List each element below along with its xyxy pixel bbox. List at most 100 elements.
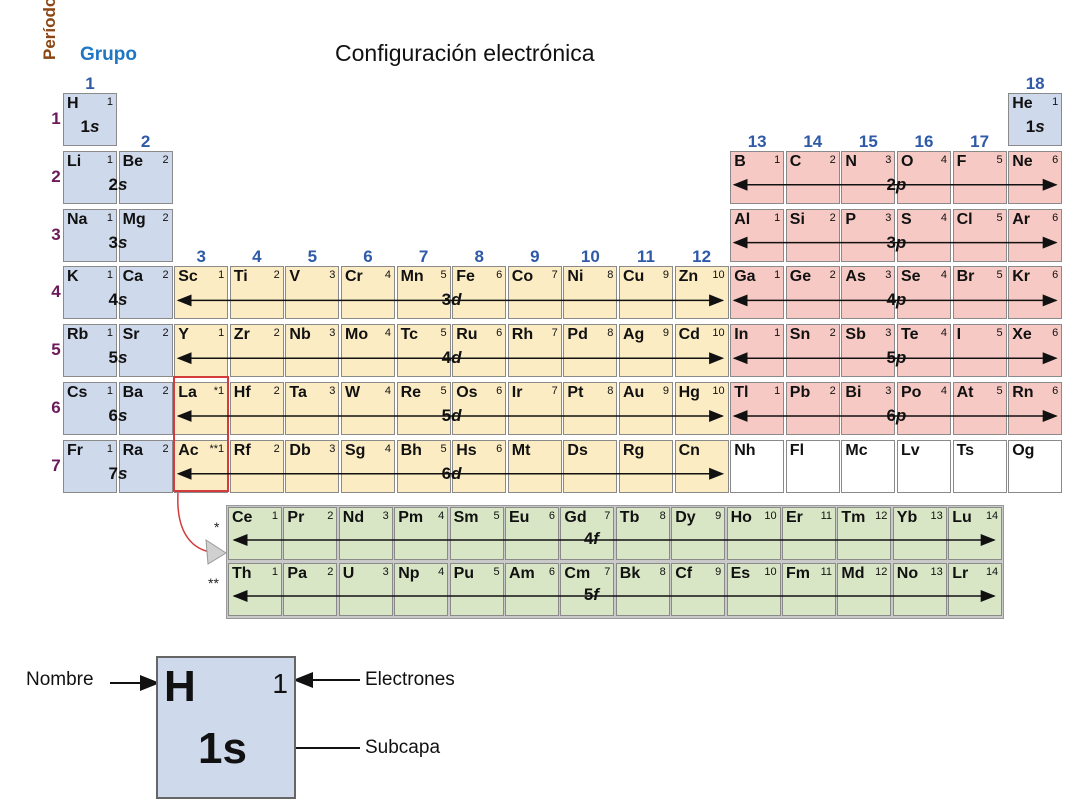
group-number: 7 [418,247,429,267]
electron-count: 4 [438,566,445,578]
element-cell-Mg: Mg 2 [118,208,173,262]
electron-count: 2 [829,385,836,397]
electron-count: 4 [384,442,391,455]
electron-count: 6 [1052,269,1059,282]
element-symbol: Au [623,384,645,401]
element-symbol: F [956,152,967,170]
element-symbol: Np [398,565,420,582]
electron-count: 9 [662,327,669,340]
element-cell-Al: Al 1 [730,208,785,262]
electron-count: 5 [493,566,500,578]
electron-count: 1 [106,385,113,397]
element-symbol: Md [841,565,865,582]
element-symbol: P [845,210,857,228]
element-cell-Rg: Rg [619,439,673,493]
electron-count: 3 [885,211,892,224]
element-symbol: Ca [122,268,144,286]
element-symbol: At [956,384,974,401]
element-symbol: Ru [456,326,478,344]
element-symbol: Pt [567,384,584,401]
electron-count: 9 [715,510,722,522]
element-symbol: Lv [901,441,920,459]
element-symbol: Rh [511,326,534,344]
element-cell-Ds: Ds [563,439,618,493]
element-symbol: B [734,152,746,170]
electron-count: 6 [1052,153,1059,166]
electron-count: 3 [329,442,336,455]
element-symbol: Og [1012,441,1035,459]
element-symbol: Sn [789,326,811,344]
element-symbol: Os [456,384,478,401]
element-symbol: I [956,326,962,344]
element-symbol: Y [178,326,189,344]
electron-count: 1 [774,269,781,282]
element-symbol: N [845,152,857,170]
electron-count: 6 [496,327,503,340]
element-symbol: Nb [289,326,311,344]
element-symbol: Al [734,210,751,228]
element-cell-Pb: Pb 2 [785,382,840,435]
group-number: 8 [474,247,484,267]
element-symbol: Ta [289,384,307,401]
electron-count: 3 [885,269,892,282]
element-symbol: Am [509,565,535,582]
element-symbol: Hg [678,384,700,401]
period-number: 2 [51,166,61,186]
electron-count: 4 [940,269,947,282]
electron-count: 5 [440,327,447,340]
electron-count: 5 [996,385,1003,397]
element-symbol: Mg [122,210,146,228]
element-symbol: Kr [1012,268,1030,286]
electron-count: 4 [940,153,947,166]
period-number: 4 [51,282,61,302]
electron-count: 4 [384,327,391,340]
element-symbol: Db [289,441,311,459]
element-symbol: Bk [619,565,641,582]
electron-count: 1 [106,327,113,340]
legend-name-label: Nombre [26,669,94,690]
element-symbol: Co [511,268,534,286]
element-symbol: Pb [789,384,811,401]
electron-count: 3 [885,385,892,397]
period-number: 5 [51,340,61,360]
element-symbol: Dy [675,509,696,526]
group-number: 14 [803,131,823,151]
legend-subshell: 1s [198,724,247,773]
element-symbol: Sm [453,509,479,526]
element-symbol: Fl [789,441,805,459]
subshell-label: 7s [108,463,128,483]
element-symbol: C [789,152,802,170]
electron-count: 5 [996,153,1003,166]
electron-count: 1 [774,211,781,224]
electron-count: 4 [940,211,947,224]
electron-count: 2 [162,211,169,224]
electron-count: 3 [382,510,389,522]
electron-count: 5 [440,269,447,282]
electron-count: 5 [996,327,1003,340]
